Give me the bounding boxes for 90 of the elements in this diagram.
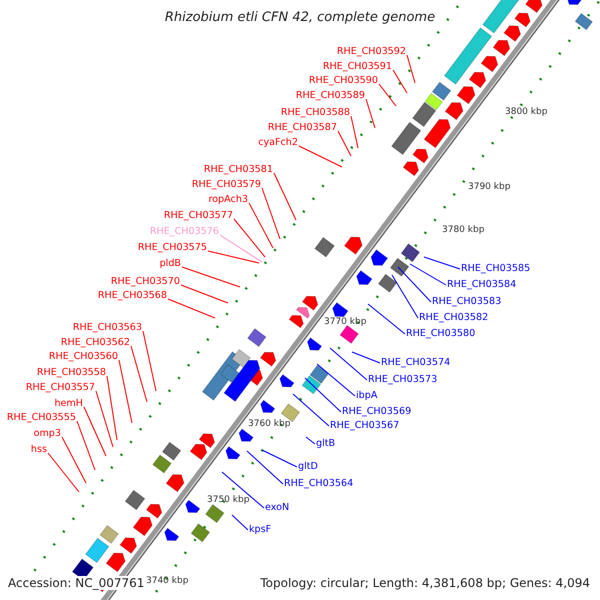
gene-label: RHE_CH03588 [280, 107, 350, 119]
gene-label: RHE_CH03591 [322, 61, 392, 73]
leader-line [406, 54, 416, 84]
gene-label: RHE_CH03555 [6, 412, 76, 424]
gene-label: RHE_CH03585 [461, 263, 530, 275]
gene-label: RHE_CH03562 [60, 337, 130, 349]
leader-line [424, 256, 460, 270]
position-tick-label: 3770 kbp [324, 316, 366, 328]
gene-label: RHE_CH03577 [164, 210, 233, 222]
gene-label: RHE_CH03582 [419, 312, 488, 324]
gene-label: RHE_CH03567 [330, 420, 400, 432]
gene-label: RHE_CH03581 [204, 164, 273, 176]
gene-label: RHE_CH03589 [296, 90, 365, 102]
leader-line [298, 146, 342, 168]
gene-label: gltB [316, 438, 336, 450]
leader-line [338, 130, 352, 156]
gene-label: ropAch3 [208, 194, 248, 206]
leader-line [234, 218, 266, 258]
gene-label: RHE_CH03576 [150, 226, 219, 238]
gene-label: RHE_CH03558 [36, 367, 106, 379]
gene-label: RHE_CH03564 [284, 478, 354, 490]
leader-line [62, 436, 86, 484]
gene-label: pldB [160, 258, 181, 270]
leader-line [168, 298, 216, 318]
leader-line [366, 98, 376, 128]
position-tick-label: 3740 kbp [146, 575, 188, 587]
leader-line [350, 116, 358, 148]
leader-line [142, 330, 156, 392]
leader-line [48, 452, 80, 492]
gene-label: hss [30, 444, 47, 456]
gene-label: RHE_CH03573 [368, 374, 438, 386]
leader-line [392, 274, 418, 318]
position-tick-label: 3750 kbp [207, 494, 250, 506]
leader-line [330, 348, 368, 380]
leader-line [232, 514, 248, 530]
leader-line [84, 406, 106, 456]
gene-label: RHE_CH03583 [432, 296, 502, 308]
gene-label: cyaFch2 [258, 137, 298, 149]
position-tick-label: 3760 kbp [248, 418, 290, 430]
leader-line [410, 264, 446, 286]
leader-line [292, 394, 330, 426]
gene-label: RHE_CH03584 [447, 279, 516, 291]
leader-line [182, 266, 240, 288]
gene-label: RHE_CH03579 [192, 179, 261, 191]
leader-line [274, 172, 296, 220]
gene-label: RHE_CH03592 [336, 46, 406, 58]
leader-line [304, 378, 342, 412]
leader-line [130, 346, 148, 402]
gene-label: RHE_CH03568 [98, 290, 167, 302]
position-tick-label: 3780 kbp [442, 224, 484, 236]
gene-label: RHE_CH03560 [48, 351, 118, 363]
leader-line [222, 472, 264, 508]
leader-line [398, 266, 432, 302]
footer-text: Accession: NC_007761 [6, 576, 146, 590]
gene-label: RHE_CH03574 [381, 357, 450, 369]
position-tick-label: 3790 kbp [468, 181, 510, 193]
position-tick-label: 3800 kbp [505, 106, 548, 118]
leader-line [180, 284, 228, 304]
gene-label: RHE_CH03587 [268, 122, 337, 134]
gene-label: RHE_CH03570 [110, 276, 180, 288]
leader-line [316, 364, 356, 396]
gene-label: RHE_CH03563 [72, 322, 142, 334]
gene-label: hemH [54, 398, 83, 410]
leader-line [76, 420, 96, 470]
gene-label: omp3 [34, 428, 61, 440]
leader-line [392, 70, 408, 94]
gene-label: RHE_CH03569 [342, 406, 412, 418]
leader-line [246, 450, 284, 484]
gene-label: RHE_CH03557 [26, 382, 95, 394]
leader-line [306, 436, 316, 444]
leader-line [208, 250, 260, 264]
gene-label: kpsF [249, 524, 272, 536]
leader-line [118, 360, 132, 424]
footer-text: Topology: circular; Length: 4,381,608 bp; Genes: 4,094 [258, 576, 592, 590]
gene-label: RHE_CH03580 [406, 328, 476, 340]
leader-line [106, 376, 118, 440]
leader-line [96, 390, 114, 448]
leader-line [248, 202, 274, 248]
leader-line [220, 234, 262, 262]
title: Rhizobium etli CFN 42, complete genome [164, 12, 436, 24]
leader-line [262, 188, 280, 240]
gene-label: exoN [265, 502, 290, 514]
leader-line [262, 450, 298, 468]
leader-line [368, 304, 406, 334]
leader-line [352, 352, 380, 364]
gene-label: gltD [298, 461, 318, 473]
leader-line [378, 84, 396, 106]
gene-label: RHE_CH03590 [308, 75, 378, 87]
gene-label: ibpA [356, 390, 378, 402]
gene-label: RHE_CH03575 [138, 242, 207, 254]
